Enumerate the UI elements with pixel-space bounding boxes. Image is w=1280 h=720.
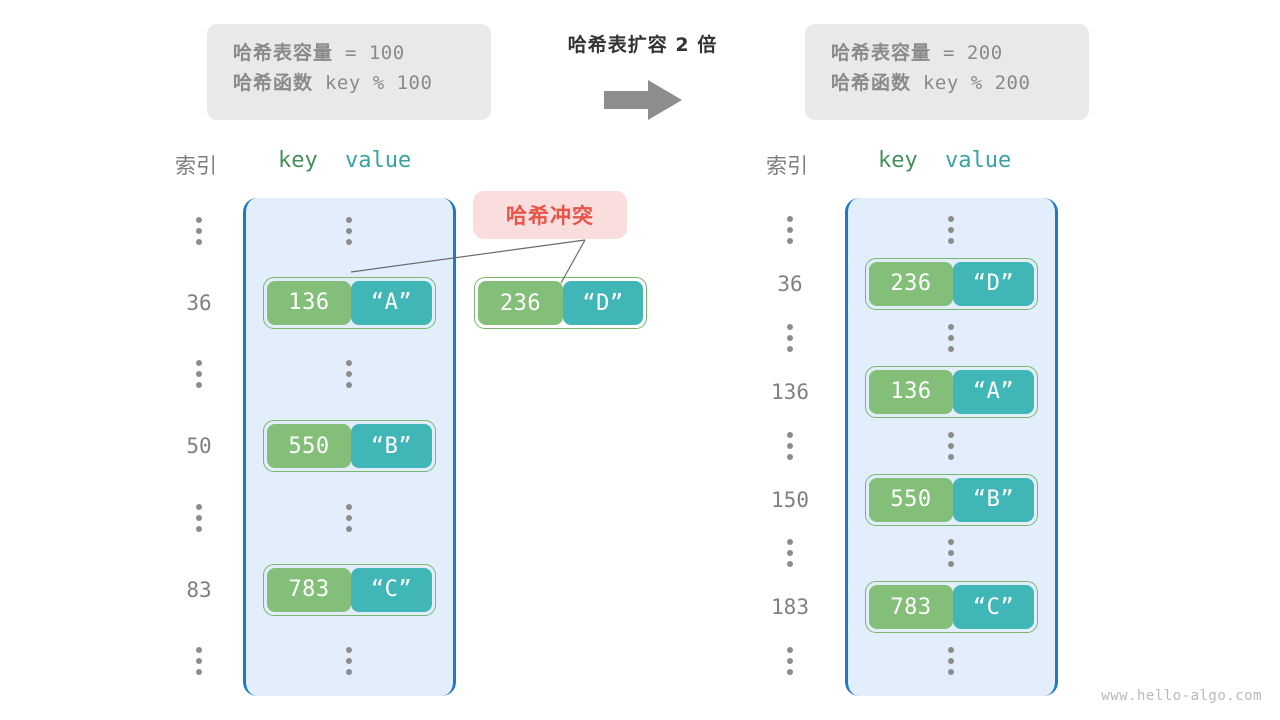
- vertical-ellipsis-slot: [948, 647, 954, 676]
- hash-fn-label-left: 哈希函数: [233, 72, 314, 94]
- colliding-pair-detached[interactable]: 236 “D”: [474, 277, 647, 329]
- capacity-expr-right: = 200: [931, 42, 1003, 64]
- key-value-pair[interactable]: 783“C”: [864, 581, 1038, 634]
- collision-badge: 哈希冲突: [473, 191, 627, 239]
- key-value-pair[interactable]: 783“C”: [262, 563, 436, 616]
- vertical-ellipsis-slot: [948, 323, 954, 352]
- vertical-ellipsis-slot: [346, 647, 352, 676]
- vertical-ellipsis-index: [787, 323, 793, 352]
- pair-key-cell: 550: [266, 424, 352, 469]
- pair-value-cell: “A”: [351, 280, 432, 325]
- vertical-ellipsis-index: [787, 431, 793, 460]
- pair-value-cell: “D”: [562, 281, 643, 325]
- pair-key-cell: 783: [868, 585, 954, 630]
- vertical-ellipsis-slot: [948, 539, 954, 568]
- pair-value-cell: “C”: [953, 585, 1034, 630]
- vertical-ellipsis-index: [196, 647, 202, 676]
- key-value-pair[interactable]: 550“B”: [864, 473, 1038, 526]
- index-label: 136: [771, 379, 809, 404]
- hash-fn-line-right: 哈希函数 key % 200: [831, 68, 1063, 98]
- pair-value-cell: “A”: [953, 369, 1034, 414]
- vertical-ellipsis-index: [196, 503, 202, 532]
- pair-value-cell: “D”: [953, 261, 1034, 306]
- vertical-ellipsis-slot: [346, 503, 352, 532]
- pair-key-cell: 236: [868, 261, 954, 306]
- key-value-pair[interactable]: 136“A”: [864, 365, 1038, 418]
- vertical-ellipsis-index: [196, 360, 202, 389]
- pair-value-cell: “B”: [953, 477, 1034, 522]
- hash-fn-line-left: 哈希函数 key % 100: [233, 68, 465, 98]
- hash-fn-expr-right: key % 200: [911, 72, 1031, 94]
- capacity-line-right: 哈希表容量 = 200: [831, 38, 1063, 68]
- key-value-pair[interactable]: 236“D”: [864, 257, 1038, 310]
- vertical-ellipsis-index: [787, 216, 793, 244]
- pair-key-cell: 550: [868, 477, 954, 522]
- index-column-header-right: 索引: [766, 154, 808, 178]
- index-label: 50: [186, 434, 212, 459]
- hash-table-info-right: 哈希表容量 = 200 哈希函数 key % 200: [805, 24, 1089, 120]
- value-column-header-left: value: [345, 148, 412, 173]
- key-column-header-left: key: [278, 148, 318, 173]
- vertical-ellipsis-index: [196, 217, 202, 245]
- pair-key-cell: 136: [868, 369, 954, 414]
- index-label: 83: [186, 577, 212, 602]
- vertical-ellipsis-slot: [346, 360, 352, 389]
- capacity-label-left: 哈希表容量: [233, 42, 334, 64]
- hash-table-info-left: 哈希表容量 = 100 哈希函数 key % 100: [207, 24, 491, 120]
- index-label: 150: [771, 487, 809, 512]
- capacity-expr-left: = 100: [333, 42, 405, 64]
- watermark: www.hello-algo.com: [1101, 688, 1262, 704]
- hash-fn-label-right: 哈希函数: [831, 72, 912, 94]
- index-label: 183: [771, 595, 809, 620]
- vertical-ellipsis-slot: [948, 431, 954, 460]
- vertical-ellipsis-slot: [346, 217, 352, 245]
- capacity-line-left: 哈希表容量 = 100: [233, 38, 465, 68]
- pair-value-cell: “C”: [351, 567, 432, 612]
- key-column-header-right: key: [878, 148, 918, 173]
- index-label: 36: [777, 271, 803, 296]
- hash-fn-expr-left: key % 100: [313, 72, 433, 94]
- value-column-header-right: value: [945, 148, 1012, 173]
- vertical-ellipsis-index: [787, 647, 793, 676]
- pair-key-cell: 783: [266, 567, 352, 612]
- key-value-pair[interactable]: 550“B”: [262, 420, 436, 473]
- index-column-header-left: 索引: [175, 154, 217, 178]
- arrow-right-icon: [604, 80, 682, 120]
- pair-key-cell: 236: [478, 281, 563, 325]
- pair-value-cell: “B”: [351, 424, 432, 469]
- capacity-label-right: 哈希表容量: [831, 42, 932, 64]
- expand-caption: 哈希表扩容 2 倍: [567, 34, 718, 56]
- key-value-pair[interactable]: 136“A”: [262, 276, 436, 329]
- vertical-ellipsis-slot: [948, 216, 954, 244]
- pair-key-cell: 136: [266, 280, 352, 325]
- index-label: 36: [186, 290, 212, 315]
- vertical-ellipsis-index: [787, 539, 793, 568]
